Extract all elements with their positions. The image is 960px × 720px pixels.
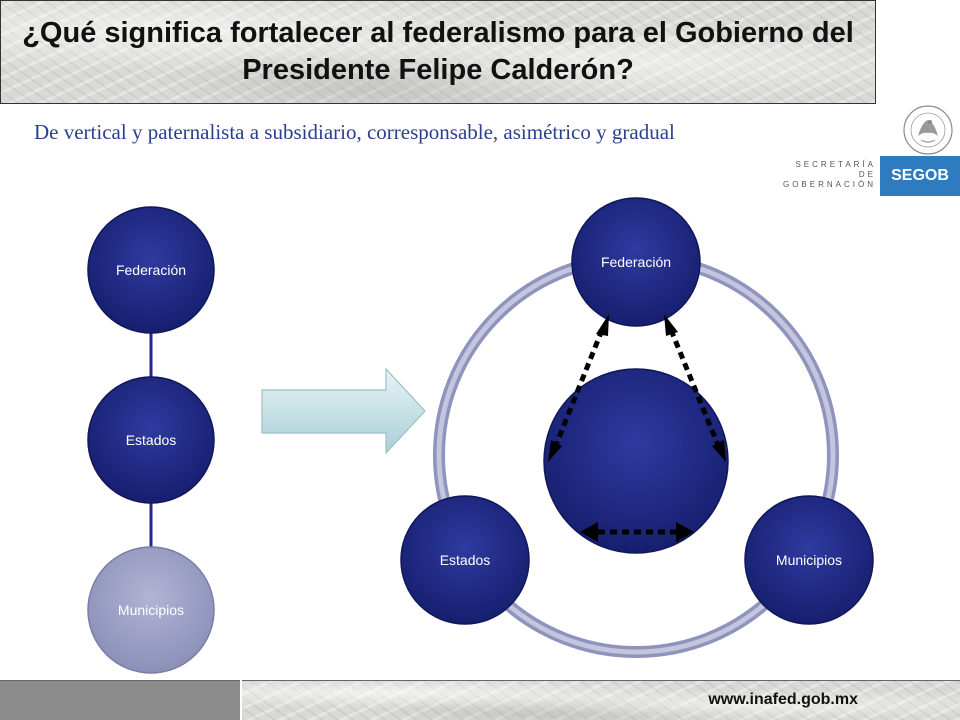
transition-arrow-icon <box>261 367 426 455</box>
double-arrow-bottom <box>580 522 694 542</box>
vertical-node-estados: Estados <box>87 376 215 504</box>
cycle-node-federacion-label: Federación <box>601 254 671 270</box>
double-arrow-left <box>548 314 609 462</box>
cycle-node-municipios: Municipios <box>744 495 874 625</box>
segob-badge: SEGOB <box>880 156 960 196</box>
secretaria-line-1: SECRETARÍA <box>795 160 876 169</box>
secretaria-line-2: DE GOBERNACIÓN <box>782 170 876 189</box>
slide-subtitle: De vertical y paternalista a subsidiario… <box>34 120 675 144</box>
cycle-node-municipios-label: Municipios <box>776 552 842 568</box>
cycle-node-federacion: Federación <box>571 197 701 327</box>
slide-title: ¿Qué significa fortalecer al federalismo… <box>22 17 854 86</box>
title-banner: ¿Qué significa fortalecer al federalismo… <box>0 0 876 104</box>
cycle-node-estados: Estados <box>400 495 530 625</box>
center-circle <box>543 368 729 554</box>
segob-logo: SECRETARÍA DE GOBERNACIÓN SEGOB <box>770 100 960 196</box>
cycle-node-estados-label: Estados <box>440 552 491 568</box>
vertical-node-municipios: Municipios <box>87 546 215 674</box>
vertical-node-federacion-label: Federación <box>116 262 186 278</box>
footer-grey-block <box>0 680 240 720</box>
footer-url-link[interactable]: www.inafed.gob.mx <box>708 691 858 708</box>
secretaria-de-gobernacion-text: SECRETARÍA DE GOBERNACIÓN <box>770 160 876 190</box>
mexican-seal-icon <box>903 105 953 155</box>
vertical-node-estados-label: Estados <box>126 432 177 448</box>
vertical-node-federacion: Federación <box>87 206 215 334</box>
vertical-node-municipios-label: Municipios <box>118 602 184 618</box>
double-arrow-right <box>664 314 726 462</box>
footer-banner: www.inafed.gob.mx <box>242 680 960 720</box>
